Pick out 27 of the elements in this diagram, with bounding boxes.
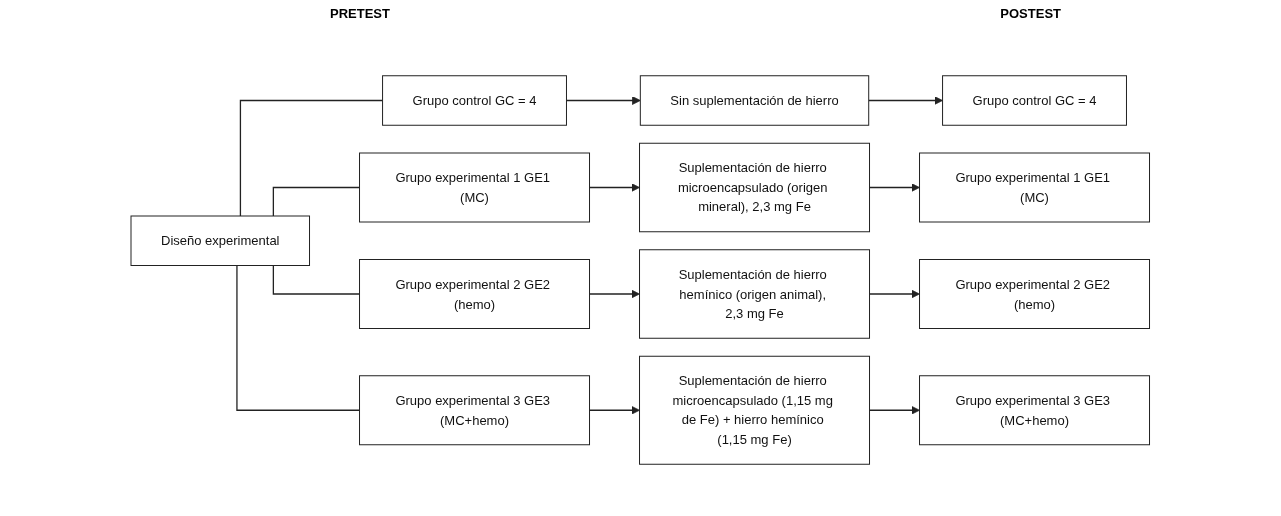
arrow: [869, 405, 921, 415]
node-box: Grupo experimental 1 GE1 (MC): [919, 152, 1151, 223]
node-box: Diseño experimental: [130, 215, 311, 266]
node-box: Grupo experimental 2 GE2 (hemo): [919, 259, 1151, 329]
node-box: Grupo experimental 2 GE2 (hemo): [359, 259, 591, 329]
arrow: [869, 183, 921, 192]
node-box: Suplementación de hierro microencapsulado (1,15 mg de Fe) + hierro hemínico (1,15 mg Fe): [639, 355, 871, 465]
node-box: Sin suplementación de hierro: [640, 75, 870, 126]
node-box: Grupo control GC = 4: [382, 75, 568, 126]
node-box: Suplementación de hierro hemínico (origen animal), 2,3 mg Fe: [639, 249, 871, 339]
connector: [272, 264, 361, 295]
arrow: [868, 96, 944, 105]
arrow: [566, 96, 641, 105]
connector: [236, 264, 361, 411]
node-box: Grupo experimental 3 GE3 (MC+hemo): [919, 375, 1151, 446]
column-heading: POSTEST: [1000, 6, 1061, 23]
column-heading: PRETEST: [330, 6, 390, 23]
node-box: Suplementación de hierro microencapsulado (origen mineral), 2,3 mg Fe: [639, 142, 871, 233]
arrow: [589, 183, 641, 192]
arrow: [869, 289, 921, 299]
connector: [272, 186, 361, 217]
arrow: [589, 405, 641, 415]
node-box: Grupo experimental 1 GE1 (MC): [359, 152, 591, 223]
arrow: [589, 289, 641, 299]
connector: [240, 99, 384, 217]
node-box: Grupo control GC = 4: [942, 75, 1128, 126]
node-box: Grupo experimental 3 GE3 (MC+hemo): [359, 375, 591, 446]
